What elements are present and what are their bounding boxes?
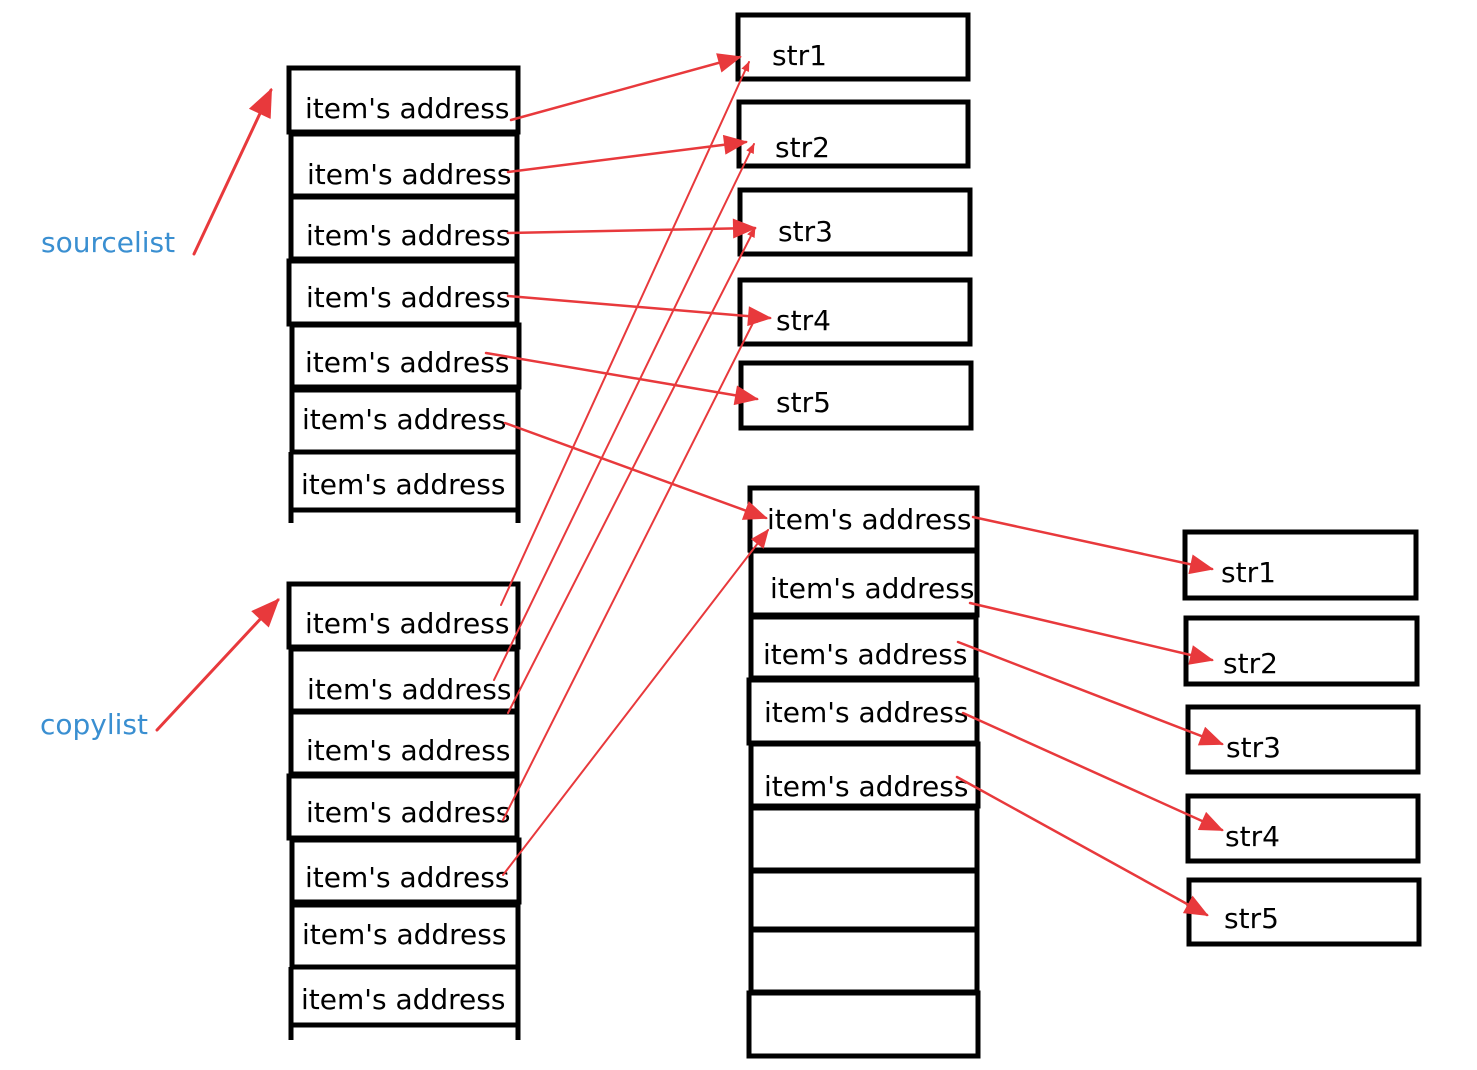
ref-arrow	[502, 528, 769, 876]
ref-arrow	[955, 775, 1209, 917]
deep-list-column: item's address item's address item's add…	[746, 485, 981, 1059]
sourcelist-cell: item's address	[306, 219, 510, 252]
ref-arrow	[507, 227, 756, 714]
deep-list-cell: item's address	[764, 696, 968, 729]
deep-list-cell: item's address	[770, 572, 974, 605]
string-box-label: str3	[778, 215, 833, 248]
string-box-top-4: str4	[737, 277, 973, 347]
sourcelist-label: sourcelist	[41, 226, 175, 259]
string-box-label: str2	[775, 131, 830, 164]
string-box-top-1: str1	[735, 12, 971, 82]
sourcelist-cell: item's address	[305, 346, 509, 379]
copylist-cell: item's address	[305, 861, 509, 894]
sourcelist-pointer-arrow	[192, 87, 273, 256]
copylist-cell: item's address	[306, 734, 510, 767]
sourcelist-cell: item's address	[305, 92, 509, 125]
string-box-right-1: str1	[1182, 529, 1419, 601]
ref-arrow	[500, 61, 750, 606]
string-box-right-2: str2	[1183, 615, 1420, 687]
string-box-top-3: str3	[737, 187, 973, 257]
ref-arrow	[509, 53, 742, 122]
string-box-label: str3	[1226, 731, 1281, 764]
ref-arrow	[506, 294, 772, 327]
sourcelist-cell: item's address	[307, 158, 511, 191]
copylist-column: item's address item's address item's add…	[286, 581, 522, 1040]
sourcelist-cell: item's address	[306, 281, 510, 314]
deep-list-cell: item's address	[764, 770, 968, 803]
string-box-right-3: str3	[1185, 704, 1421, 775]
string-box-label: str2	[1223, 647, 1278, 680]
sourcelist-cell: item's address	[302, 403, 506, 436]
deep-list-cell: item's address	[767, 503, 971, 536]
string-box-right-5: str5	[1186, 877, 1422, 947]
copylist-pointer-arrow	[155, 598, 280, 732]
copylist-cell: item's address	[305, 607, 509, 640]
string-boxes-top: str1 str2 str3 str4 str5	[735, 12, 974, 431]
ref-arrow	[493, 143, 755, 681]
ref-arrow	[484, 351, 759, 406]
ref-arrow	[506, 218, 757, 239]
copylist-cell: item's address	[302, 918, 506, 951]
ref-arrow	[961, 711, 1224, 832]
arrows	[155, 53, 1224, 917]
string-box-right-4: str4	[1185, 793, 1421, 864]
copylist-cell: item's address	[307, 673, 511, 706]
string-box-top-5: str5	[738, 360, 974, 431]
copylist-cell: item's address	[306, 796, 510, 829]
string-box-label: str1	[772, 39, 827, 72]
string-box-label: str4	[1225, 820, 1280, 853]
ref-arrow	[506, 134, 748, 174]
ref-arrow	[502, 312, 759, 821]
ref-arrow	[971, 515, 1214, 575]
string-box-label: str4	[776, 304, 831, 337]
ref-arrow	[503, 421, 768, 520]
string-boxes-right: str1 str2 str3 str4 str5	[1182, 529, 1422, 947]
string-box-top-2: str2	[736, 99, 971, 169]
string-box-label: str1	[1221, 556, 1276, 589]
sourcelist-column: item's address item's address item's add…	[286, 65, 522, 523]
string-box-label: str5	[1224, 902, 1279, 935]
string-box-label: str5	[776, 386, 831, 419]
copylist-cell: item's address	[301, 983, 505, 1016]
sourcelist-cell: item's address	[301, 468, 505, 501]
copylist-label: copylist	[40, 708, 148, 741]
ref-arrow	[968, 601, 1214, 665]
ref-arrow	[956, 640, 1224, 746]
deep-list-cell: item's address	[763, 638, 967, 671]
